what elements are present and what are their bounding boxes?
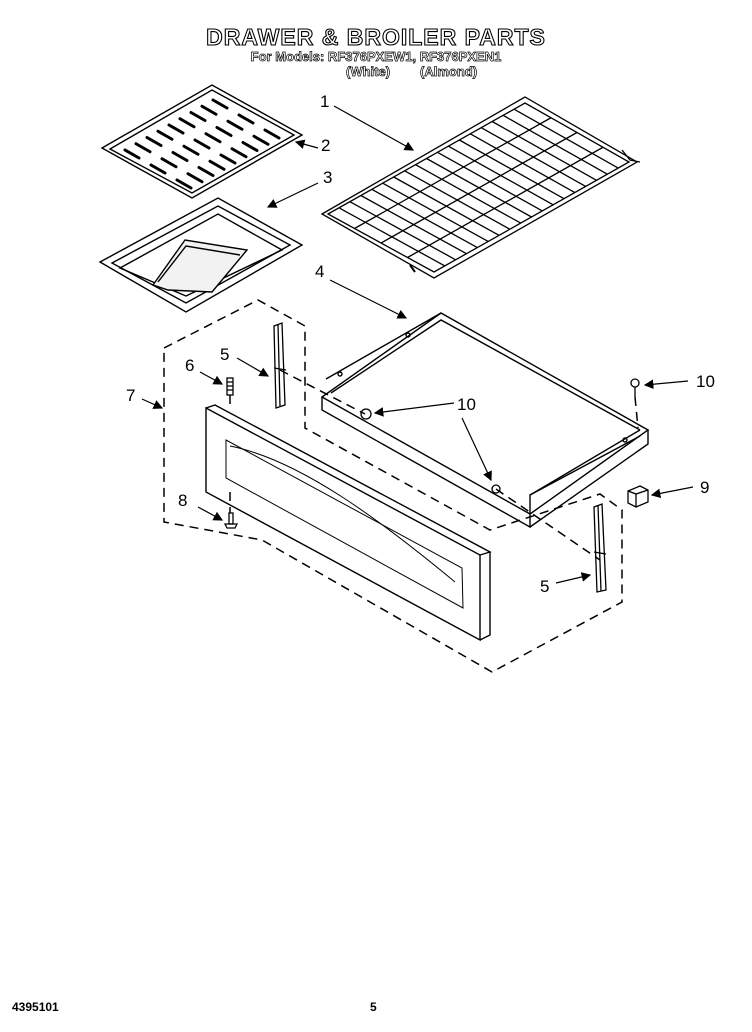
- grid-slot: [226, 119, 244, 131]
- assembly-dashed-outline: [163, 299, 639, 673]
- screw-8-part: [223, 512, 239, 529]
- callout-2: 2: [321, 136, 330, 155]
- color-white-label: (White): [346, 64, 391, 80]
- callout-7: 7: [126, 386, 135, 405]
- drawer-front-part: [205, 404, 492, 642]
- callout-1: 1: [320, 92, 329, 111]
- callout-8: 8: [178, 491, 187, 510]
- grid-slot: [186, 172, 204, 184]
- callout-5-left: 5: [220, 345, 229, 364]
- rack-crossbar: [354, 117, 552, 230]
- grid-slot: [134, 142, 152, 154]
- grid-slot: [182, 144, 200, 156]
- grid-slot: [149, 163, 167, 175]
- rack-crossbar: [407, 146, 604, 259]
- grid-slot: [171, 151, 189, 162]
- clip-9-part: [627, 485, 649, 508]
- callout-4: 4: [315, 262, 324, 281]
- rack-crossbar: [380, 131, 578, 244]
- broiler-pan-part: [98, 197, 304, 313]
- grid-slot: [204, 132, 222, 144]
- page-title: DRAWER & BROILER PARTS: [206, 23, 546, 50]
- callout-3: 3: [323, 168, 332, 187]
- drawer-slide-right-part: [593, 503, 607, 593]
- models-line: For Models: RF376PXEW1, RF376PXEN1: [250, 49, 502, 65]
- screw-6-part: [226, 377, 234, 396]
- grid-slot: [208, 159, 226, 171]
- drawer-body-part: [320, 312, 650, 529]
- grid-slot: [145, 136, 163, 147]
- grid-slot: [211, 98, 229, 110]
- grid-slot: [230, 147, 248, 159]
- grid-slot: [252, 134, 270, 146]
- callout-10-center: 10: [457, 395, 476, 414]
- grid-slot: [167, 123, 185, 135]
- broiler-grid-part: [100, 84, 304, 199]
- callout-5-right: 5: [540, 577, 549, 596]
- page-number: 5: [370, 1000, 377, 1014]
- document-number: 4395101: [12, 1000, 59, 1014]
- grid-slot: [193, 138, 211, 150]
- drawer-slide-left-part: [273, 322, 287, 409]
- grid-slot: [123, 148, 141, 160]
- grid-slot: [263, 128, 281, 140]
- grid-slot: [200, 104, 218, 116]
- oven-rack-part: [320, 96, 641, 279]
- callout-10-right: 10: [696, 372, 715, 391]
- grid-slot: [178, 117, 196, 129]
- grid-slot: [175, 178, 193, 190]
- grid-slot: [160, 157, 178, 169]
- grid-slot: [219, 153, 237, 165]
- screw-10-part: [360, 378, 640, 494]
- grid-slot: [156, 129, 174, 141]
- grid-slot: [189, 111, 207, 122]
- grid-slot: [215, 126, 233, 137]
- callout-9: 9: [700, 478, 709, 497]
- grid-slot: [241, 141, 259, 152]
- callout-leaders: [141, 105, 694, 584]
- grid-slot: [197, 166, 215, 177]
- callout-6: 6: [185, 356, 194, 375]
- color-almond-label: (Almond): [420, 64, 478, 80]
- grid-slot: [237, 113, 255, 125]
